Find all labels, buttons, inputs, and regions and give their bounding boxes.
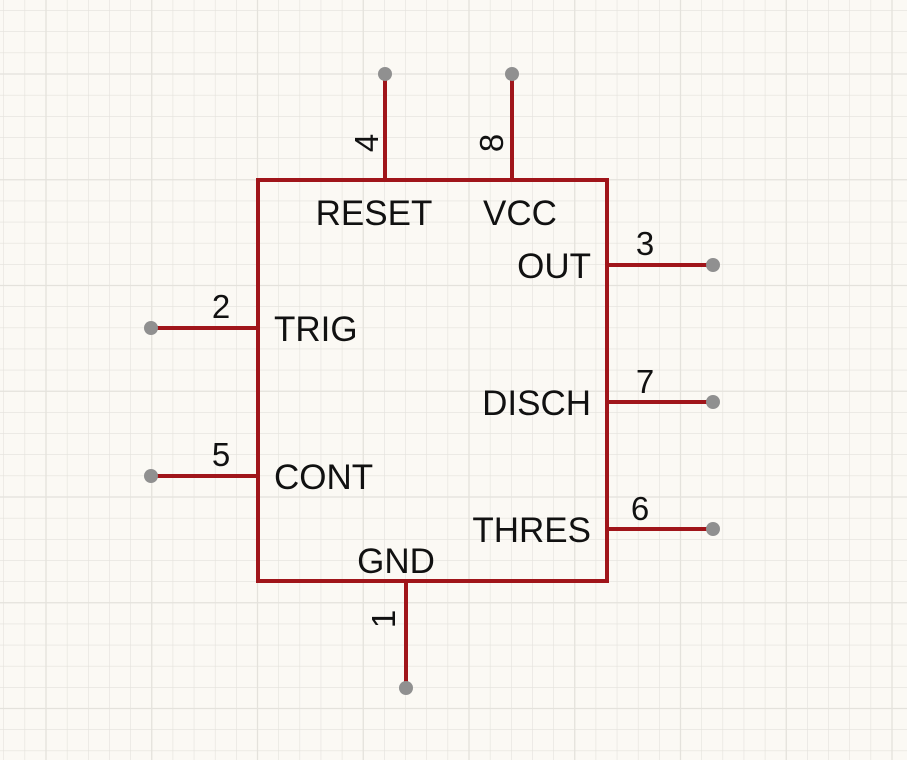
pin-thres-endpoint[interactable] — [706, 522, 720, 536]
pin-reset-label: RESET — [316, 194, 433, 233]
pin-cont-number: 5 — [212, 436, 230, 473]
pin-gnd-label: GND — [357, 542, 435, 581]
pin-gnd-number: 1 — [365, 610, 402, 628]
pin-trig-endpoint[interactable] — [144, 321, 158, 335]
pin-vcc[interactable]: 8 VCC — [473, 67, 557, 233]
pin-disch-endpoint[interactable] — [706, 395, 720, 409]
pin-thres[interactable]: 6 THRES — [472, 490, 720, 550]
pin-cont-endpoint[interactable] — [144, 469, 158, 483]
pin-out-number: 3 — [636, 225, 654, 262]
pin-trig-label: TRIG — [274, 310, 358, 349]
pin-disch-number: 7 — [636, 363, 654, 400]
pin-gnd-endpoint[interactable] — [399, 681, 413, 695]
pin-thres-number: 6 — [631, 490, 649, 527]
pin-gnd[interactable]: 1 GND — [357, 542, 435, 695]
pin-disch[interactable]: 7 DISCH — [482, 363, 720, 423]
pin-trig[interactable]: 2 TRIG — [144, 288, 358, 349]
pin-reset-endpoint[interactable] — [378, 67, 392, 81]
pin-cont-label: CONT — [274, 458, 373, 497]
pin-vcc-number: 8 — [473, 134, 510, 152]
pin-reset[interactable]: 4 RESET — [316, 67, 433, 233]
pin-out-endpoint[interactable] — [706, 258, 720, 272]
pin-out[interactable]: 3 OUT — [517, 225, 720, 286]
pin-trig-number: 2 — [212, 288, 230, 325]
pin-vcc-endpoint[interactable] — [505, 67, 519, 81]
pin-vcc-label: VCC — [483, 194, 557, 233]
pin-cont[interactable]: 5 CONT — [144, 436, 373, 497]
pin-out-label: OUT — [517, 247, 591, 286]
ic-body[interactable] — [256, 178, 609, 583]
pin-disch-label: DISCH — [482, 384, 591, 423]
pin-reset-number: 4 — [348, 134, 385, 152]
pin-thres-label: THRES — [472, 511, 591, 550]
